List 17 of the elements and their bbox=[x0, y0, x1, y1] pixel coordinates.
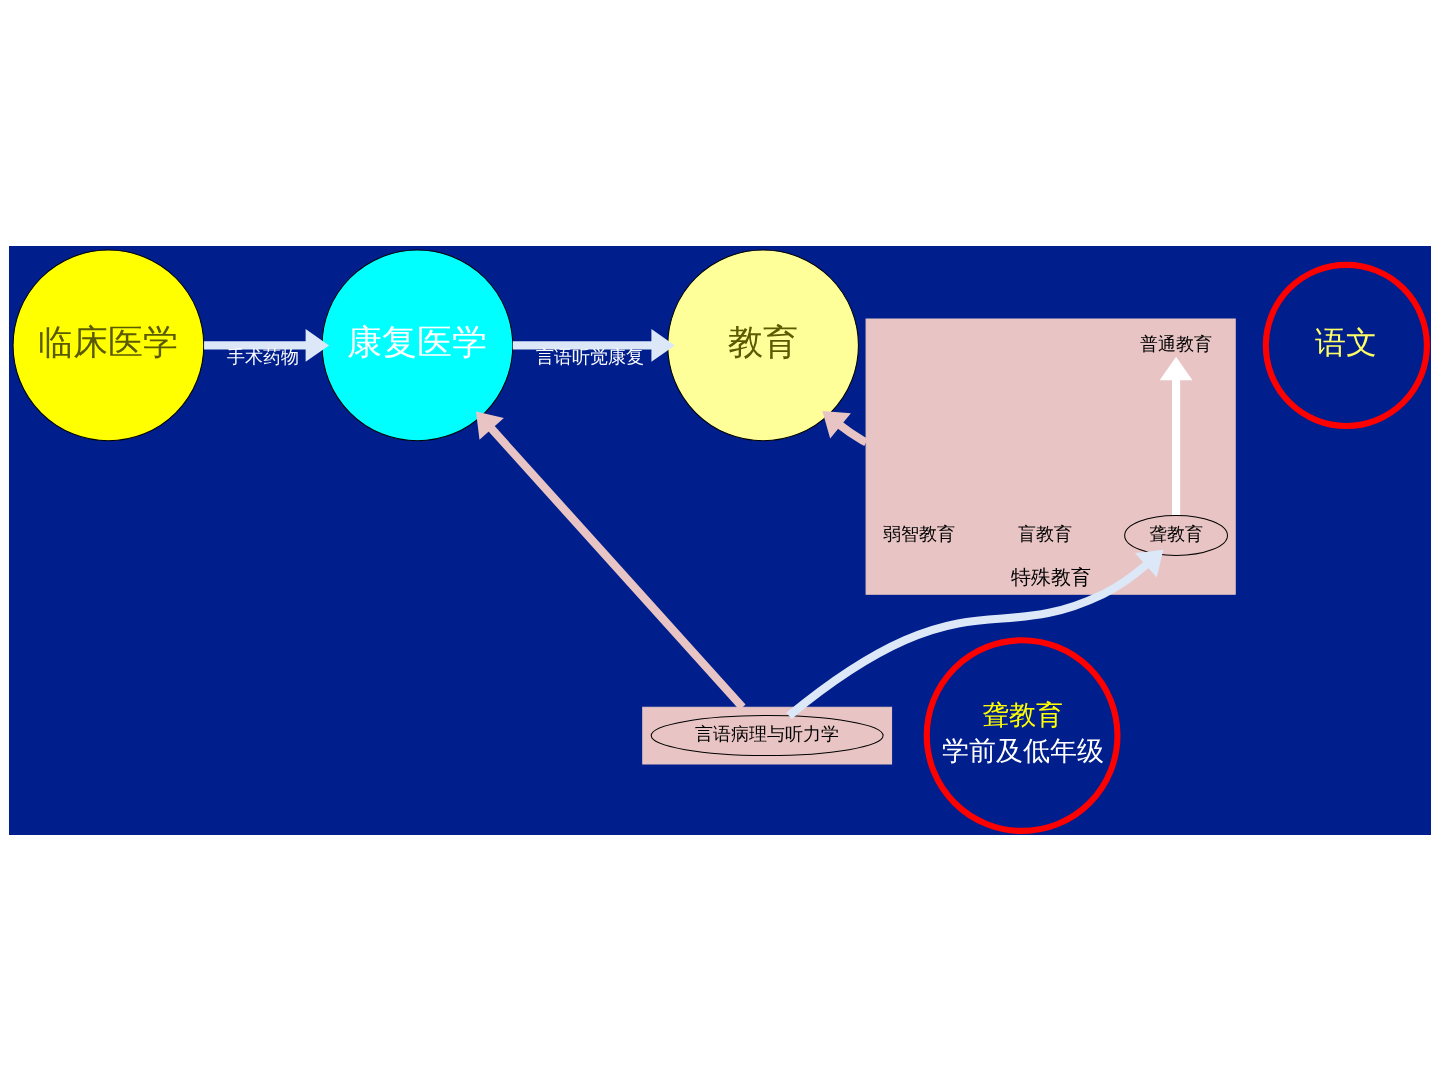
arrow bbox=[786, 549, 1164, 719]
node-circle: 聋教育 学前及低年级 bbox=[923, 636, 1121, 834]
node-circle: 临床医学 bbox=[12, 249, 205, 441]
label: 弱智教育 bbox=[883, 522, 956, 544]
cluster bbox=[642, 706, 893, 764]
node-ellipse: 言语病理与听力学 bbox=[650, 714, 884, 756]
label: 盲教育 bbox=[1017, 522, 1072, 544]
node-circle: 语文 bbox=[1262, 261, 1430, 429]
node-ellipse: 聋教育 bbox=[1124, 514, 1228, 556]
arrow bbox=[822, 410, 868, 446]
arrow bbox=[476, 410, 746, 710]
edge-label: 言语听觉康复 bbox=[536, 345, 645, 367]
arrow bbox=[512, 328, 675, 362]
edge-label: 手术药物 bbox=[226, 345, 299, 367]
node-text: 普通教育 bbox=[1140, 332, 1213, 354]
arrow bbox=[204, 328, 330, 362]
arrow bbox=[1159, 356, 1193, 515]
